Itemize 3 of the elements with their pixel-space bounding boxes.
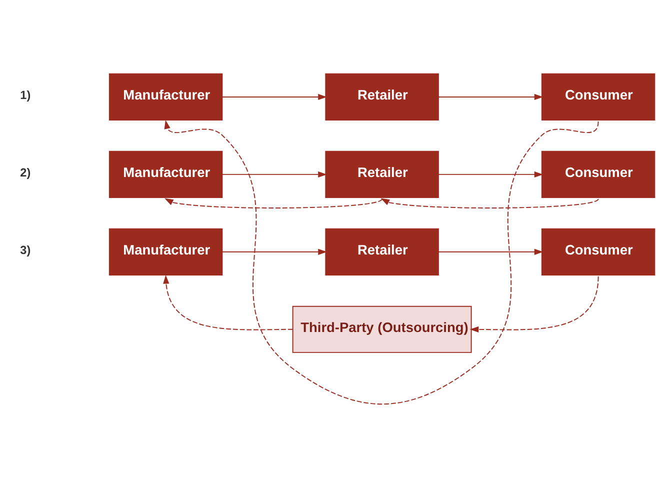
label: 1) (20, 88, 31, 102)
label: 3) (20, 243, 31, 256)
label: 2) (20, 166, 31, 179)
